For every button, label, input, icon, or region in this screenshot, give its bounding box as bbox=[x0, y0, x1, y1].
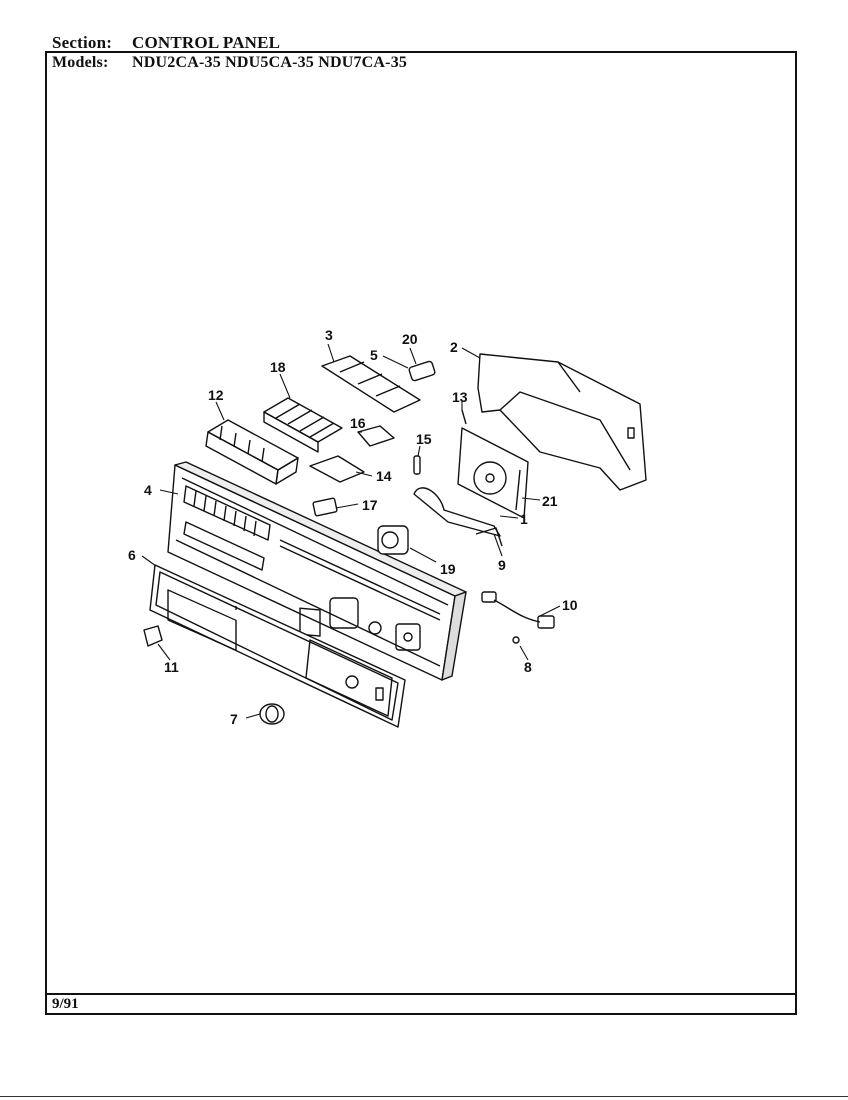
callout-6: 6 bbox=[128, 547, 136, 563]
callout-7: 7 bbox=[230, 711, 238, 727]
callout-9: 9 bbox=[498, 557, 506, 573]
part-15-spring bbox=[413, 455, 421, 475]
callout-19: 19 bbox=[440, 561, 456, 577]
part-9-bracket bbox=[475, 527, 503, 547]
callout-14: 14 bbox=[376, 468, 392, 484]
callout-3: 3 bbox=[325, 327, 333, 343]
callout-10: 10 bbox=[562, 597, 578, 613]
part-7-knob bbox=[259, 703, 285, 725]
part-3-overlay bbox=[321, 355, 421, 413]
diagram-frame bbox=[45, 51, 797, 1015]
models-label: Models: bbox=[52, 54, 109, 71]
part-16-clip bbox=[357, 425, 395, 447]
callout-12: 12 bbox=[208, 387, 224, 403]
part-6-faceplate bbox=[149, 564, 406, 728]
part-12-bracket bbox=[205, 419, 299, 485]
callout-15: 15 bbox=[416, 431, 432, 447]
callout-8: 8 bbox=[524, 659, 532, 675]
part-17-button bbox=[312, 497, 338, 517]
callout-11: 11 bbox=[164, 659, 179, 675]
section-label: Section: bbox=[52, 33, 113, 52]
part-20-connector bbox=[408, 360, 436, 382]
footer-divider bbox=[45, 993, 797, 995]
part-13-pin bbox=[461, 409, 467, 425]
part-8-screw bbox=[512, 636, 520, 644]
callout-1: 1 bbox=[520, 511, 528, 527]
callout-16: 16 bbox=[350, 415, 366, 431]
models-value: NDU2CA-35 NDU5CA-35 NDU7CA-35 bbox=[132, 54, 408, 71]
callout-13: 13 bbox=[452, 389, 468, 405]
callout-17: 17 bbox=[362, 497, 378, 513]
part-10-harness bbox=[481, 591, 555, 629]
part-2-bracket bbox=[477, 353, 647, 491]
callout-4: 4 bbox=[144, 482, 152, 498]
callout-21: 21 bbox=[542, 493, 558, 509]
part-14-label bbox=[309, 455, 365, 483]
callout-18: 18 bbox=[270, 359, 286, 375]
callout-5: 5 bbox=[370, 347, 378, 363]
part-19-knob bbox=[377, 525, 409, 555]
footer-date: 9/91 bbox=[52, 996, 79, 1012]
part-11-clip bbox=[143, 625, 163, 647]
part-21-timer bbox=[457, 427, 529, 519]
part-4-console bbox=[167, 461, 467, 681]
callout-2: 2 bbox=[450, 339, 458, 355]
section-value: CONTROL PANEL bbox=[132, 33, 281, 52]
part-18-switch bbox=[263, 397, 343, 453]
page-bottom-rule bbox=[0, 1096, 848, 1097]
callout-20: 20 bbox=[402, 331, 418, 347]
